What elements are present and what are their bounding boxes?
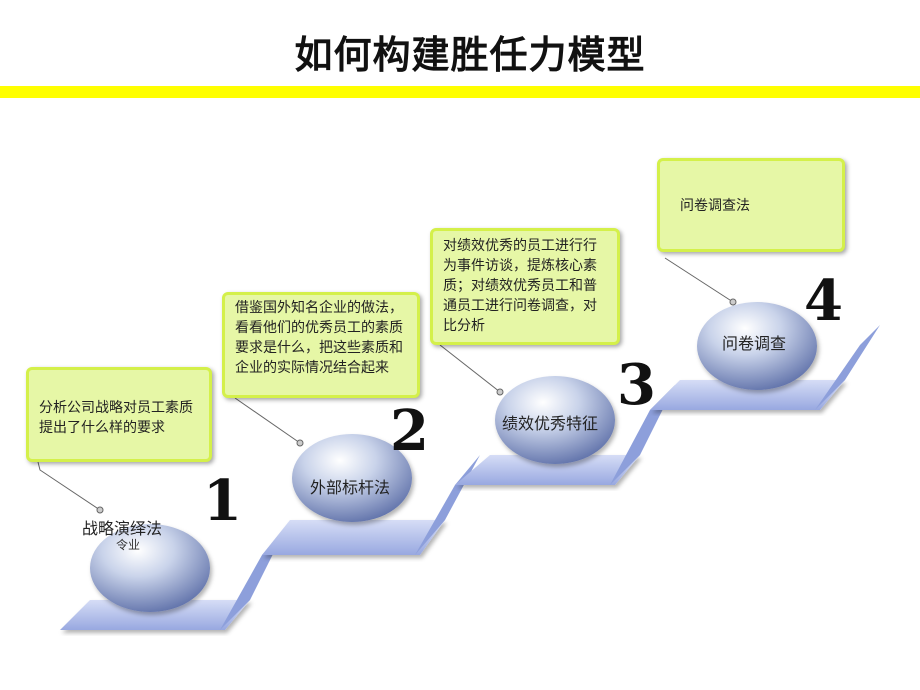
- callout-text-4: 问卷调查法: [680, 198, 750, 214]
- stair-riser-2: [415, 455, 480, 555]
- stair-riser-4: [815, 325, 880, 410]
- callout-text-3: 对绩效优秀的员工进行行为事件访谈，提炼核心素质；对绩效优秀员工和普通员工进行问卷…: [443, 238, 597, 334]
- connector-line-1: [37, 461, 101, 511]
- page-title: 如何构建胜任力模型: [294, 33, 646, 77]
- stair-step-4: [650, 380, 845, 410]
- sphere-2: [292, 434, 412, 522]
- callout-step-2: 借鉴国外知名企业的做法，看看他们的优秀员工的素质要求是什么，把这些素质和企业的实…: [222, 292, 420, 398]
- sphere-4: [697, 302, 817, 390]
- step-number-4: 4: [804, 268, 843, 334]
- sphere-label-4: 问卷调查: [722, 334, 787, 353]
- connector-line-3: [439, 344, 501, 393]
- sphere-1: [90, 524, 210, 612]
- connector-line-4: [664, 257, 734, 303]
- stair-step-2: [262, 520, 445, 555]
- callout-text-2: 借鉴国外知名企业的做法，看看他们的优秀员工的素质要求是什么，把这些素质和企业的实…: [235, 300, 403, 376]
- step-number-1: 1: [203, 468, 242, 534]
- sphere-label-2: 外部标杆法: [310, 478, 391, 497]
- callout-step-3: 对绩效优秀的员工进行行为事件访谈，提炼核心素质；对绩效优秀员工和普通员工进行问卷…: [430, 228, 620, 345]
- connector-line-2: [234, 397, 301, 444]
- step-number-3: 3: [617, 352, 656, 418]
- callout-step-4: 问卷调查法: [657, 158, 845, 252]
- sphere-label-1: 战略演绎法: [82, 519, 163, 538]
- stair-step-1: [60, 600, 250, 630]
- overlap-text-fragment: 令业: [116, 538, 141, 552]
- sphere-label-3: 绩效优秀特征: [502, 414, 599, 433]
- callout-step-1: 分析公司战略对员工素质提出了什么样的要求: [26, 367, 212, 462]
- title-underline-bar: [0, 86, 920, 98]
- stair-step-3: [455, 455, 640, 485]
- sphere-3: [495, 376, 615, 464]
- step-number-2: 2: [390, 398, 429, 464]
- callout-text-1: 分析公司战略对员工素质提出了什么样的要求: [39, 400, 193, 436]
